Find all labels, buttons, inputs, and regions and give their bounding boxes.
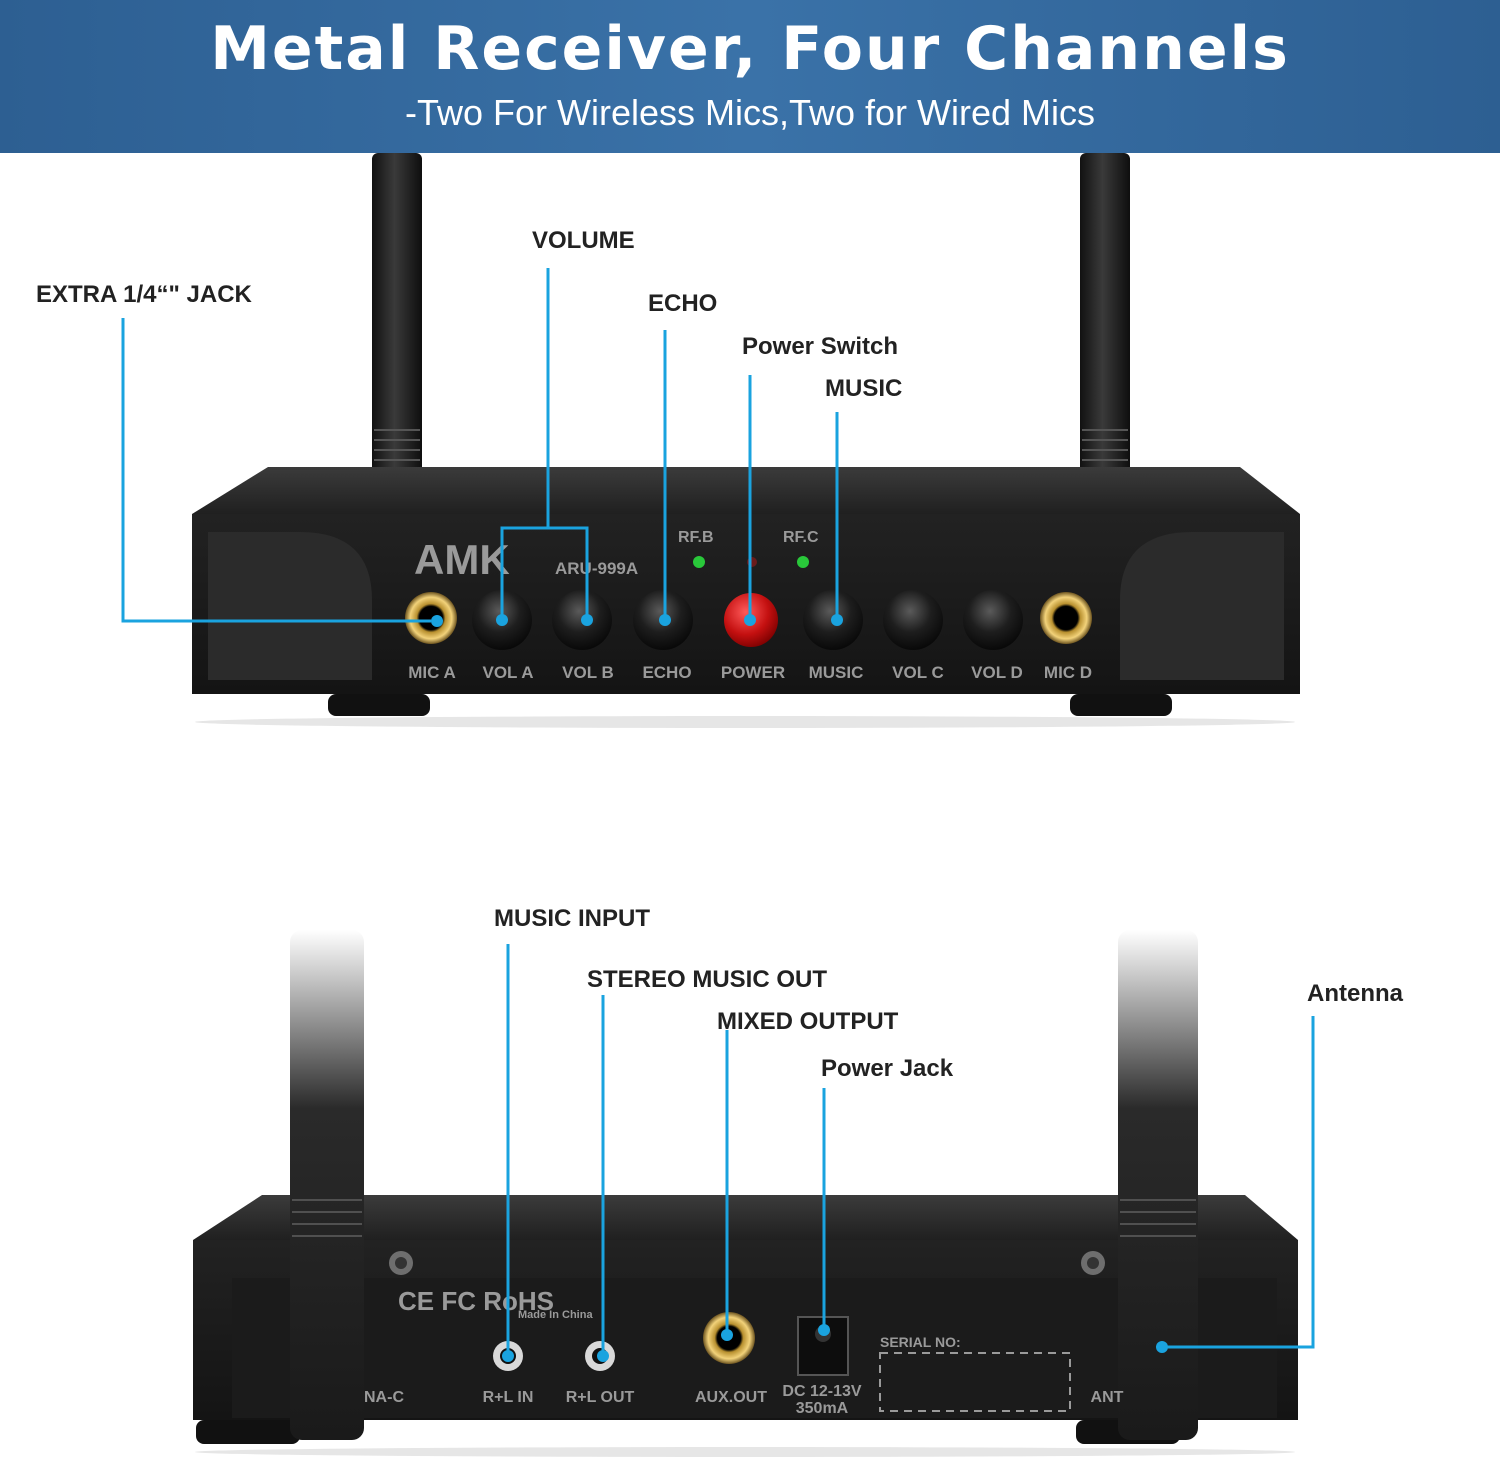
port-label-current: 350mA	[796, 1400, 849, 1417]
callout-volume: VOLUME	[532, 227, 635, 254]
vol-d-knob[interactable]	[963, 590, 1023, 650]
callout-echo: ECHO	[648, 290, 718, 317]
vol-c-knob[interactable]	[883, 590, 943, 650]
port-label-rl-out: R+L OUT	[566, 1389, 635, 1406]
rf-c-led	[797, 556, 809, 568]
control-label-power: POWER	[721, 663, 785, 682]
callout-mixed-output: MIXED OUTPUT	[717, 1008, 899, 1035]
mic-a-jack[interactable]	[405, 592, 457, 644]
control-label-vol-b: VOL B	[562, 663, 614, 682]
control-label-music: MUSIC	[809, 663, 864, 682]
rf-b-label: RF.B	[678, 529, 714, 546]
callout-power-jack: Power Jack	[821, 1055, 954, 1082]
control-label-vol-a: VOL A	[482, 663, 533, 682]
rf-b-led	[693, 556, 705, 568]
header-banner: Metal Receiver, Four Channels -Two For W…	[0, 0, 1500, 153]
callout-dots	[431, 614, 1168, 1362]
brand-logo: AMK	[414, 536, 510, 583]
serial-label: SERIAL NO:	[880, 1334, 961, 1350]
control-label-vol-c: VOL C	[892, 663, 944, 682]
made-in-label: Made In China	[518, 1309, 593, 1321]
page-subtitle: -Two For Wireless Mics,Two for Wired Mic…	[404, 92, 1096, 133]
control-label-mic-d: MIC D	[1044, 663, 1092, 682]
rear-antenna-left[interactable]	[290, 930, 364, 1440]
control-label-mic-a: MIC A	[408, 663, 456, 682]
front-antenna-left	[372, 153, 422, 473]
callout-antenna: Antenna	[1307, 980, 1403, 1007]
port-label-rl-in: R+L IN	[483, 1389, 534, 1406]
port-label-dc: DC 12-13V	[782, 1383, 861, 1400]
front-receiver: AMK ARU-999A RF.B RF.C MIC A VOL A VOL B…	[192, 153, 1300, 728]
callout-music: MUSIC	[825, 375, 903, 402]
callout-power-switch: Power Switch	[742, 333, 899, 360]
control-label-echo: ECHO	[642, 663, 691, 682]
port-label-aux-out: AUX.OUT	[695, 1389, 767, 1406]
port-label-na-c: NA-C	[364, 1389, 404, 1406]
rf-c-label: RF.C	[783, 529, 819, 546]
rear-antenna-right[interactable]	[1118, 930, 1198, 1440]
callout-music-input: MUSIC INPUT	[494, 905, 650, 932]
rear-receiver: CE FC RoHS Made In China NA-C R+L IN R+L…	[193, 930, 1298, 1457]
certification-marks: CE FC RoHS	[398, 1286, 554, 1316]
callout-extra-jack: EXTRA 1/4“" JACK	[36, 281, 252, 308]
front-antenna-right	[1080, 153, 1130, 473]
serial-number-box	[879, 1352, 1071, 1412]
model-label: ARU-999A	[555, 559, 638, 578]
callout-lines	[121, 268, 1315, 1356]
mic-d-jack[interactable]	[1040, 592, 1092, 644]
control-label-vol-d: VOL D	[971, 663, 1023, 682]
page-title: Metal Receiver, Four Channels	[210, 14, 1290, 84]
port-label-ant: ANT	[1091, 1389, 1124, 1406]
callout-stereo-music-out: STEREO MUSIC OUT	[587, 966, 828, 993]
